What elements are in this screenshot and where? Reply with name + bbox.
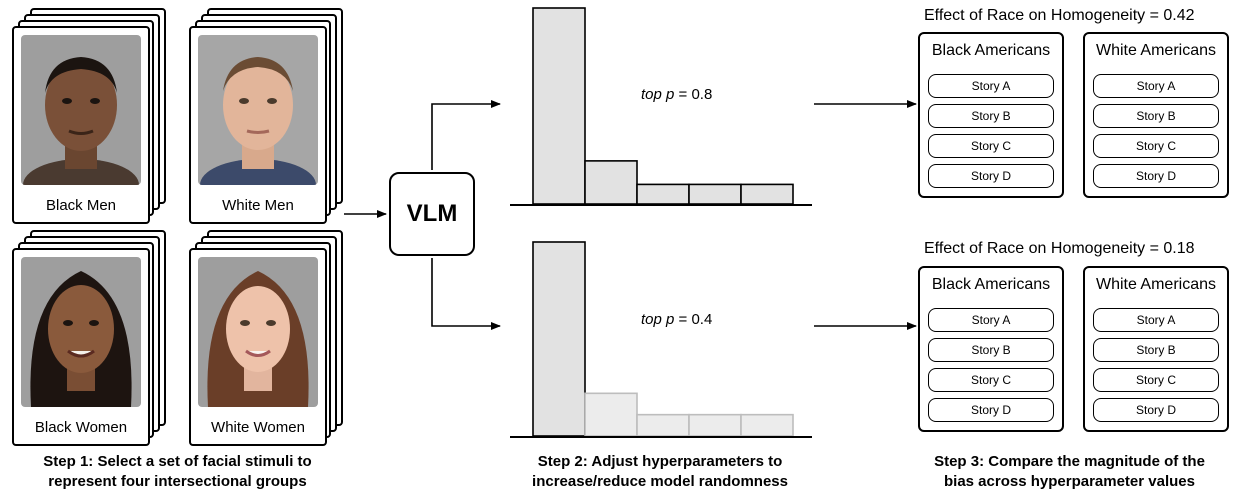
arrow-vlm-to-top-chart xyxy=(431,100,501,170)
group-box-black-americans-bottom: Black Americans Story A Story B Story C … xyxy=(918,266,1064,432)
step1-caption-line1: Step 1: Select a set of facial stimuli t… xyxy=(43,453,312,470)
card-stack-black-women: Black Women xyxy=(12,230,166,446)
story-box: Story B xyxy=(1093,104,1219,128)
histogram-bar xyxy=(740,183,794,205)
step2-caption-line2: increase/reduce model randomness xyxy=(532,473,788,490)
top-p-label-0.8: top p = 0.8 xyxy=(641,86,712,103)
story-box: Story A xyxy=(928,74,1054,98)
story-box: Story A xyxy=(928,308,1054,332)
story-box: Story C xyxy=(928,134,1054,158)
step3-caption-line2: bias across hyperparameter values xyxy=(944,473,1195,490)
card-stack-black-men: Black Men xyxy=(12,8,166,224)
face-card-black-men: Black Men xyxy=(12,26,150,224)
group-box-black-americans-top: Black Americans Story A Story B Story C … xyxy=(918,32,1064,198)
histogram-bar xyxy=(636,413,690,437)
histogram-bar xyxy=(688,413,742,437)
story-box: Story A xyxy=(1093,74,1219,98)
histogram-bar xyxy=(532,241,586,437)
top-p-label-0.4: top p = 0.4 xyxy=(641,311,712,328)
top-p-value: = 0.8 xyxy=(674,86,713,103)
group-title: White Americans xyxy=(1095,42,1217,59)
face-photo-black-women xyxy=(21,257,141,407)
story-box: Story A xyxy=(1093,308,1219,332)
effect-title-bottom: Effect of Race on Homogeneity = 0.18 xyxy=(924,240,1195,257)
effect-title-top: Effect of Race on Homogeneity = 0.42 xyxy=(924,7,1195,24)
story-box: Story D xyxy=(1093,164,1219,188)
face-photo-white-men xyxy=(198,35,318,185)
face-photo-white-women xyxy=(198,257,318,407)
face-card-white-men: White Men xyxy=(189,26,327,224)
histogram-bar xyxy=(584,392,638,437)
story-box: Story C xyxy=(1093,368,1219,392)
story-box: Story D xyxy=(928,164,1054,188)
story-box: Story B xyxy=(1093,338,1219,362)
group-label-black-women: Black Women xyxy=(34,419,128,436)
face-photo-black-men xyxy=(21,35,141,185)
group-box-white-americans-top: White Americans Story A Story B Story C … xyxy=(1083,32,1229,198)
histogram-bar xyxy=(636,183,690,205)
top-p-italic: top p xyxy=(641,86,675,103)
story-box: Story C xyxy=(928,368,1054,392)
arrow-vlm-to-bottom-chart xyxy=(431,258,501,330)
story-box: Story D xyxy=(928,398,1054,422)
top-p-value: = 0.4 xyxy=(674,311,713,328)
face-card-black-women: Black Women xyxy=(12,248,150,446)
step3-caption-line1: Step 3: Compare the magnitude of the xyxy=(934,453,1205,470)
bars-top-group xyxy=(532,7,794,205)
group-title: White Americans xyxy=(1095,276,1217,293)
histogram-bar xyxy=(688,183,742,205)
group-label-black-men: Black Men xyxy=(45,197,117,214)
group-label-white-men: White Men xyxy=(222,197,294,214)
story-box: Story B xyxy=(928,338,1054,362)
step1-caption-line2: represent four intersectional groups xyxy=(48,473,307,490)
histogram-bar xyxy=(584,160,638,205)
story-box: Story D xyxy=(1093,398,1219,422)
group-label-white-women: White Women xyxy=(211,419,305,436)
step3-caption: Step 3: Compare the magnitude of the bia… xyxy=(900,452,1239,492)
step1-caption: Step 1: Select a set of facial stimuli t… xyxy=(0,452,355,492)
vlm-box: VLM xyxy=(389,172,475,256)
step2-caption-line1: Step 2: Adjust hyperparameters to xyxy=(537,453,783,470)
story-box: Story B xyxy=(928,104,1054,128)
face-card-white-women: White Women xyxy=(189,248,327,446)
step2-caption: Step 2: Adjust hyperparameters to increa… xyxy=(480,452,840,492)
histogram-bar xyxy=(532,7,586,205)
group-title: Black Americans xyxy=(931,42,1051,59)
bars-bottom-group xyxy=(532,241,794,437)
card-stack-white-women: White Women xyxy=(189,230,343,446)
card-stack-white-men: White Men xyxy=(189,8,343,224)
story-box: Story C xyxy=(1093,134,1219,158)
histogram-bar xyxy=(740,413,794,437)
group-box-white-americans-bottom: White Americans Story A Story B Story C … xyxy=(1083,266,1229,432)
top-p-italic: top p xyxy=(641,311,675,328)
top-p-0.4-histogram xyxy=(510,241,812,438)
group-title: Black Americans xyxy=(931,276,1051,293)
top-p-0.8-histogram xyxy=(510,7,812,206)
